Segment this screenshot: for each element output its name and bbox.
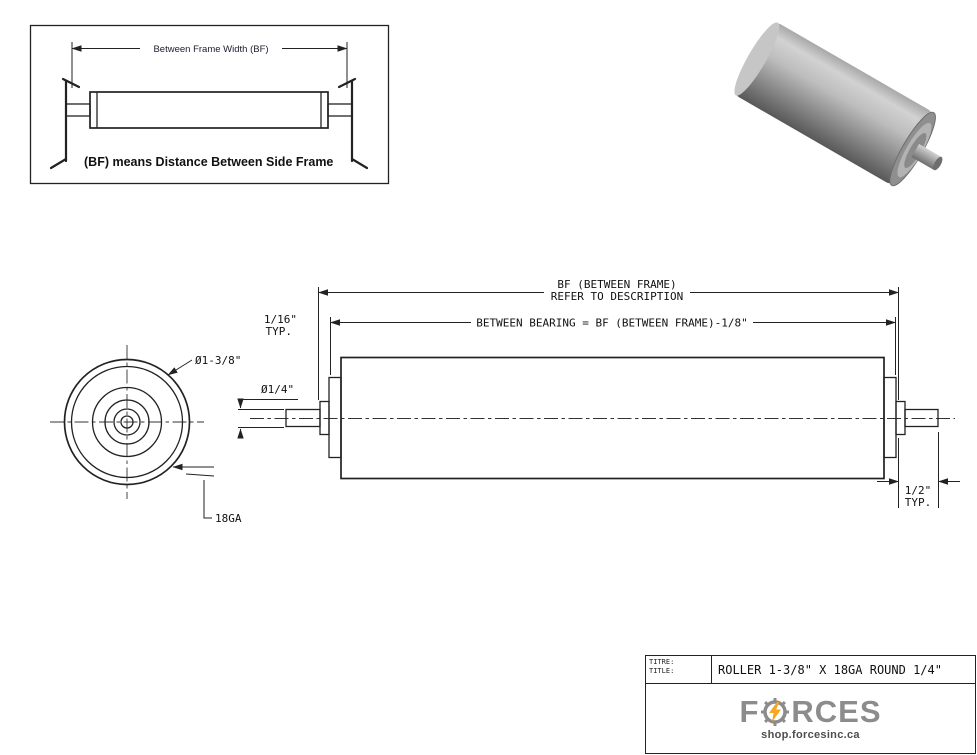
gauge-callout: 18GA	[172, 463, 242, 525]
gap-dimension: 1/16" TYP.	[264, 313, 297, 338]
right-shaft	[904, 408, 939, 428]
bearing-dimension: BETWEEN BEARING = BF (BETWEEN FRAME)-1/8…	[330, 317, 896, 375]
roller-body	[340, 356, 885, 480]
left-bearing	[328, 376, 342, 459]
protrusion-dimension: 1/2" TYP.	[877, 432, 960, 509]
bf-width-label: Between Frame Width (BF)	[153, 44, 268, 55]
bf-dim-line1: BF (BETWEEN FRAME)	[557, 278, 676, 291]
right-bearing	[883, 376, 897, 459]
tube-diameter-label: Ø1-3/8"	[195, 354, 241, 367]
drawing-title: ROLLER 1-3/8" X 18GA ROUND 1/4"	[718, 662, 942, 677]
bf-caption: (BF) means Distance Between Side Frame	[84, 155, 333, 169]
protrusion-dim-typ: TYP.	[905, 496, 932, 509]
info-roller	[65, 91, 353, 129]
protrusion-dim-value: 1/2"	[905, 484, 932, 497]
gap-dim-value: 1/16"	[264, 313, 297, 326]
bf-info-diagram: Between Frame Width (BF) (BF) means Dist…	[29, 24, 390, 185]
gap-dim-typ: TYP.	[266, 325, 293, 338]
bf-dimension: BF (BETWEEN FRAME) REFER TO DESCRIPTION	[318, 278, 899, 400]
left-shaft	[285, 408, 321, 428]
right-side-frame	[337, 77, 369, 170]
dia-callout: Ø1-3/8"	[167, 354, 241, 376]
info-box-border	[29, 24, 390, 185]
roller-3d-render	[734, 22, 943, 187]
logo-area: F RCES	[646, 684, 975, 753]
end-view: Ø1-3/8" 18GA	[50, 345, 242, 525]
title-row: TITRE: TITLE: ROLLER 1-3/8" X 18GA ROUND…	[646, 656, 975, 684]
brand-letters-rces: RCES	[791, 694, 882, 729]
brand-letter-f: F	[739, 694, 760, 729]
title-label: TITLE:	[649, 667, 675, 675]
title-labels-cell: TITRE: TITLE:	[646, 656, 712, 683]
bearing-dim-label: BETWEEN BEARING = BF (BETWEEN FRAME)-1/8…	[476, 317, 748, 330]
lightning-bolt-icon	[769, 701, 782, 722]
right-step	[895, 400, 906, 436]
side-view: BF (BETWEEN FRAME) REFER TO DESCRIPTION …	[237, 278, 960, 509]
shaft-dia-dimension: Ø1/4"	[237, 383, 298, 439]
title-block: TITRE: TITLE: ROLLER 1-3/8" X 18GA ROUND…	[645, 655, 976, 754]
bf-dim-line2: REFER TO DESCRIPTION	[551, 290, 683, 303]
titre-label: TITRE:	[649, 658, 675, 666]
shaft-dia-label: Ø1/4"	[261, 383, 294, 396]
gauge-label: 18GA	[215, 512, 242, 525]
left-side-frame	[49, 77, 81, 170]
gear-icon	[760, 697, 790, 727]
left-step	[319, 400, 330, 436]
forces-logo: F RCES	[739, 696, 881, 727]
website-text: shop.forcesinc.ca	[761, 729, 860, 741]
